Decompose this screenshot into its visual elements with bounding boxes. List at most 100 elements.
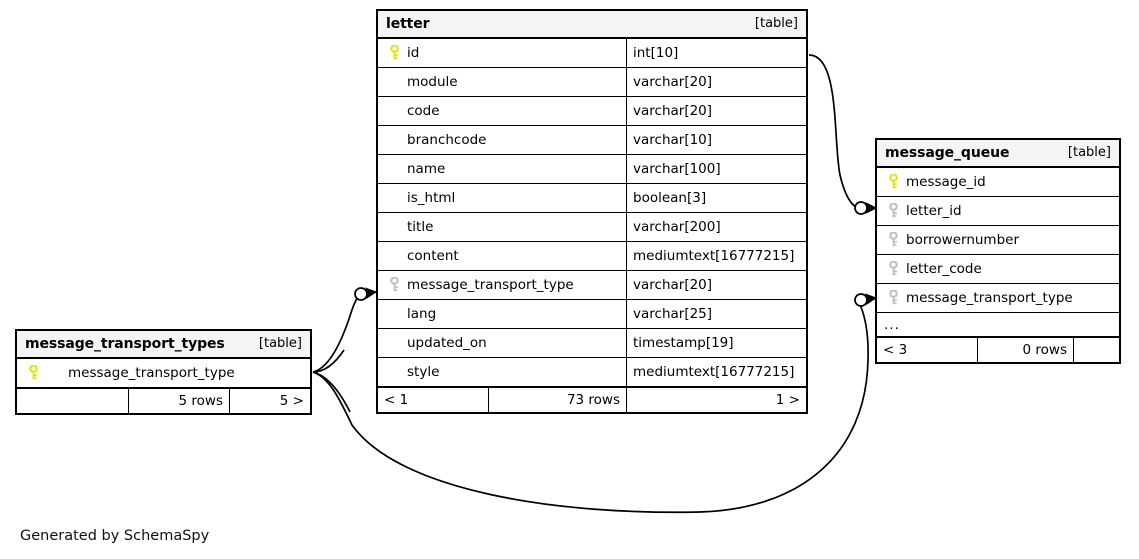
column-type: varchar[10] — [633, 132, 713, 148]
column-type-cell: boolean[3] — [626, 184, 806, 212]
column-name: borrowernumber — [906, 232, 1020, 248]
column-name-cell: updated_on — [378, 329, 626, 357]
column-name-cell: content — [378, 242, 626, 270]
column-name-cell: message_transport_type — [877, 284, 1119, 312]
column-type: varchar[100] — [633, 161, 721, 177]
column-type: varchar[20] — [633, 103, 713, 119]
table-row[interactable]: style mediumtext[16777215] — [378, 358, 806, 387]
column-type: varchar[20] — [633, 277, 713, 293]
table-row[interactable]: code varchar[20] — [378, 97, 806, 126]
primary-key-icon — [24, 365, 42, 381]
column-name: lang — [407, 306, 437, 322]
table-letter-header: letter [table] — [378, 11, 806, 39]
column-type-cell: varchar[20] — [626, 97, 806, 125]
table-row[interactable]: message_transport_type — [17, 359, 310, 388]
column-name-cell: code — [378, 97, 626, 125]
row-count: 0 rows — [977, 338, 1073, 362]
column-name-cell: style — [378, 358, 626, 386]
column-type-cell: varchar[200] — [626, 213, 806, 241]
column-type-cell: int[10] — [626, 39, 806, 67]
column-name-cell: name — [378, 155, 626, 183]
table-message-transport-types-tag: [table] — [258, 336, 302, 351]
column-type: varchar[200] — [633, 219, 721, 235]
next-page-button[interactable] — [1073, 338, 1119, 362]
foreign-key-icon — [884, 290, 902, 306]
column-type-cell: varchar[20] — [626, 271, 806, 299]
prev-page-button[interactable] — [17, 389, 128, 413]
table-row[interactable]: name varchar[100] — [378, 155, 806, 184]
table-row[interactable]: updated_on timestamp[19] — [378, 329, 806, 358]
table-message-transport-types-title: message_transport_types — [25, 335, 225, 352]
foreign-key-icon — [884, 261, 902, 277]
edge-mtt-to-letter — [312, 287, 378, 413]
column-name: letter_code — [906, 261, 982, 277]
table-message-transport-types[interactable]: message_transport_types [table] message_… — [15, 329, 312, 415]
table-message-queue-tag: [table] — [1067, 145, 1111, 160]
column-type: mediumtext[16777215] — [633, 364, 795, 380]
column-type-cell: varchar[25] — [626, 300, 806, 328]
column-type: varchar[25] — [633, 306, 713, 322]
column-name-cell: message_id — [877, 168, 1119, 196]
table-row[interactable]: message_id — [877, 168, 1119, 197]
prev-page-button[interactable]: < 1 — [384, 392, 409, 408]
column-type: boolean[3] — [633, 190, 707, 206]
foreign-key-icon — [884, 232, 902, 248]
table-row[interactable]: letter_code — [877, 255, 1119, 284]
foreign-key-icon — [385, 277, 403, 293]
table-row[interactable]: lang varchar[25] — [378, 300, 806, 329]
column-name: message_transport_type — [407, 277, 574, 293]
table-row[interactable]: content mediumtext[16777215] — [378, 242, 806, 271]
table-row[interactable]: letter_id — [877, 197, 1119, 226]
column-type: int[10] — [633, 45, 679, 61]
primary-key-icon — [385, 45, 403, 61]
column-name: title — [407, 219, 434, 235]
table-letter-title: letter — [386, 15, 430, 32]
column-name-cell: title — [378, 213, 626, 241]
table-message-transport-types-footer: 5 rows 5 > — [17, 388, 310, 413]
table-message-queue[interactable]: message_queue [table] message_id letter_… — [875, 138, 1121, 364]
column-name: message_transport_type — [906, 290, 1073, 306]
table-row[interactable]: is_html boolean[3] — [378, 184, 806, 213]
column-name: id — [407, 45, 420, 61]
table-letter-tag: [table] — [754, 16, 798, 31]
column-name: module — [407, 74, 458, 90]
table-message-transport-types-header: message_transport_types [table] — [17, 331, 310, 359]
column-name-cell: borrowernumber — [877, 226, 1119, 254]
column-name: branchcode — [407, 132, 487, 148]
column-type-cell: mediumtext[16777215] — [626, 242, 806, 270]
generated-by-caption: Generated by SchemaSpy — [20, 528, 210, 544]
table-letter[interactable]: letter [table] id int[10] module varchar… — [376, 9, 808, 414]
column-name: name — [407, 161, 446, 177]
edge-letter-to-message-queue — [808, 54, 878, 215]
column-name: content — [407, 248, 459, 264]
more-columns-indicator: ... — [877, 313, 1119, 337]
column-type-cell: timestamp[19] — [626, 329, 806, 357]
table-row[interactable]: module varchar[20] — [378, 68, 806, 97]
table-row[interactable]: id int[10] — [378, 39, 806, 68]
column-name-cell: id — [378, 39, 626, 67]
prev-page-button[interactable]: < 3 — [883, 342, 908, 358]
foreign-key-icon — [884, 203, 902, 219]
table-message-queue-footer: < 3 0 rows — [877, 337, 1119, 362]
column-name: updated_on — [407, 335, 487, 351]
table-message-queue-header: message_queue [table] — [877, 140, 1119, 168]
table-row[interactable]: message_transport_type varchar[20] — [378, 271, 806, 300]
row-count: 73 rows — [488, 388, 626, 412]
column-type-cell: varchar[10] — [626, 126, 806, 154]
column-name: message_transport_type — [68, 365, 235, 381]
column-name: letter_id — [906, 203, 962, 219]
table-row[interactable]: branchcode varchar[10] — [378, 126, 806, 155]
table-message-queue-title: message_queue — [885, 144, 1010, 161]
column-name-cell: letter_code — [877, 255, 1119, 283]
column-name-cell: message_transport_type — [17, 359, 310, 387]
table-row[interactable]: borrowernumber — [877, 226, 1119, 255]
column-name-cell: lang — [378, 300, 626, 328]
table-row[interactable]: message_transport_type — [877, 284, 1119, 313]
column-type: mediumtext[16777215] — [633, 248, 795, 264]
table-row[interactable]: title varchar[200] — [378, 213, 806, 242]
next-page-button[interactable]: 1 > — [626, 388, 806, 412]
next-page-button[interactable]: 5 > — [229, 389, 310, 413]
column-name-cell: module — [378, 68, 626, 96]
column-name: is_html — [407, 190, 456, 206]
